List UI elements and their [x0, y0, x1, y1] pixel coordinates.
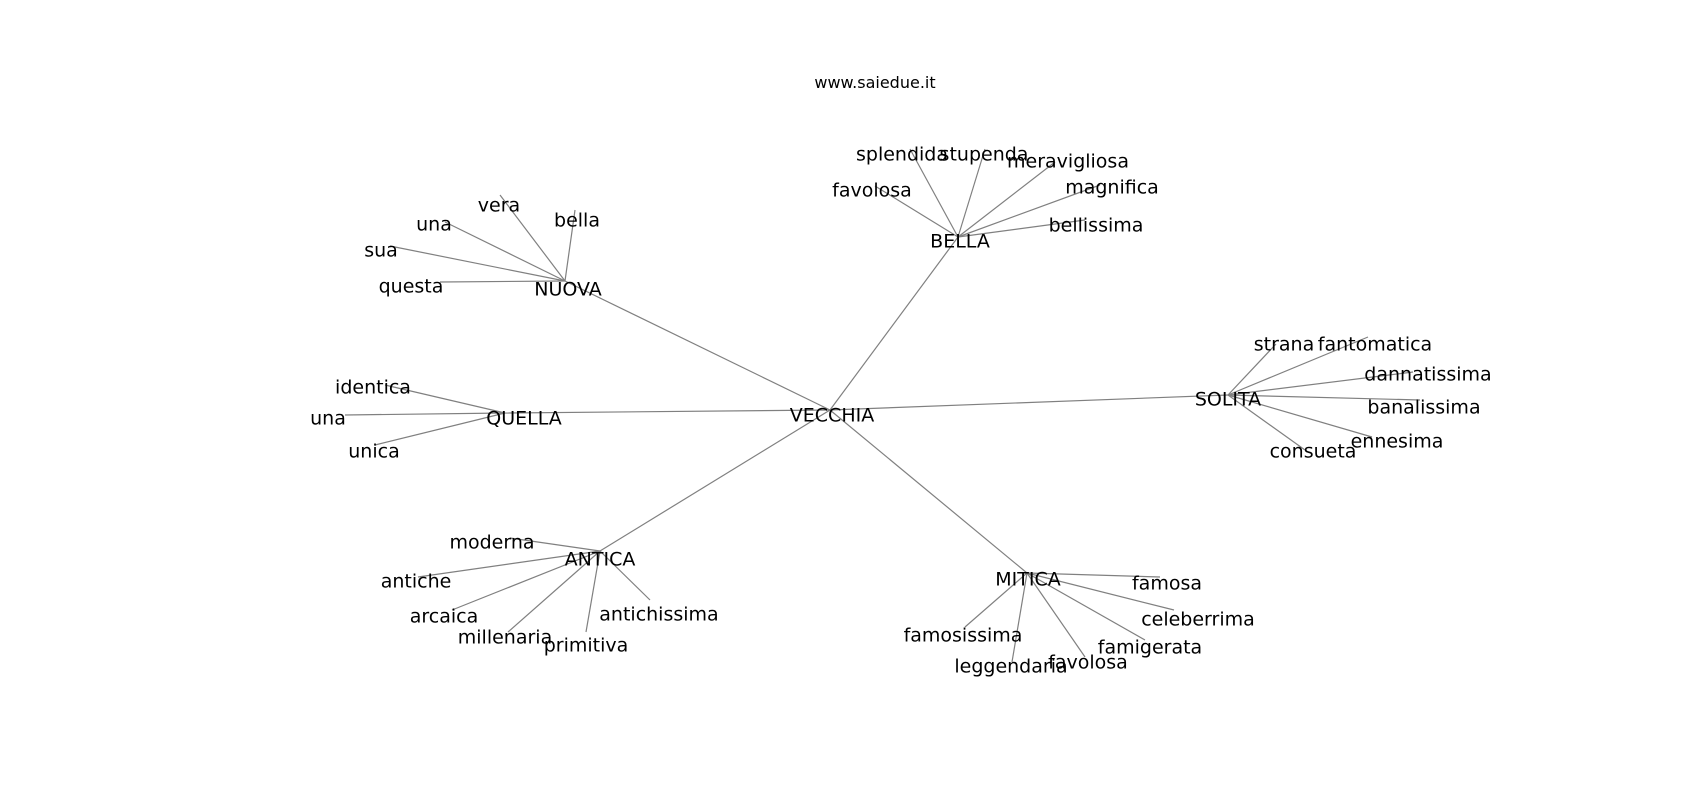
edge-center-mitica [829, 409, 1028, 574]
edge-solita-banalissima [1227, 394, 1421, 401]
leaf-label-bella-meravigliosa: meravigliosa [1007, 151, 1129, 173]
leaf-label-antica-arcaica: arcaica [410, 606, 479, 628]
edges-layer [344, 148, 1421, 663]
hub-label-mitica: MITICA [995, 569, 1060, 591]
center-node-label: VECCHIA [790, 405, 874, 427]
edge-mitica-favolosa [1026, 572, 1086, 658]
leaf-label-quella-identica: identica [335, 377, 411, 399]
leaf-label-nuova-bella: bella [554, 210, 600, 232]
edge-bella-magnifica [957, 184, 1101, 238]
labels-layer: www.saiedue.it VECCHIA vera una bella sua que… [310, 73, 1492, 678]
edge-center-nuova [564, 280, 831, 411]
edge-mitica-famosa [1026, 572, 1161, 578]
leaf-label-bella-magnifica: magnifica [1065, 177, 1159, 199]
hub-label-quella: QUELLA [486, 408, 561, 430]
edge-antica-moderna [509, 537, 601, 552]
edge-center-quella [504, 409, 831, 414]
edge-solita-consueta [1227, 394, 1306, 451]
edge-nuova-sua [389, 245, 566, 282]
leaf-label-mitica-famosissima: famosissima [904, 625, 1023, 647]
edge-solita-dannatissima [1227, 371, 1414, 396]
edge-mitica-leggendaria [1011, 572, 1028, 663]
edge-quella-unica [374, 412, 506, 446]
site-url: www.saiedue.it [814, 73, 935, 92]
leaf-label-bella-splendida: splendida [856, 144, 948, 166]
edge-bella-stupenda [957, 148, 986, 238]
leaf-label-antica-antiche: antiche [381, 571, 452, 593]
edge-antica-antiche [417, 550, 601, 578]
leaf-label-mitica-famigerata: famigerata [1098, 637, 1202, 659]
edge-nuova-una [444, 221, 566, 282]
edge-mitica-famigerata [1026, 572, 1146, 641]
edge-mitica-celeberrima [1026, 572, 1175, 611]
edge-bella-bellissima [957, 219, 1086, 238]
leaf-label-nuova-questa: questa [379, 276, 444, 298]
leaf-label-solita-ennesima: ennesima [1351, 431, 1444, 453]
leaf-label-mitica-celeberrima: celeberrima [1141, 609, 1255, 631]
leaf-label-antica-antichissima: antichissima [599, 604, 718, 626]
edge-antica-arcaica [451, 550, 601, 611]
edge-quella-una [344, 412, 506, 416]
edge-solita-fantomatica [1227, 336, 1369, 396]
edge-center-bella [829, 236, 959, 411]
leaf-label-solita-fantomatica: fantomatica [1318, 334, 1432, 356]
leaf-label-antica-millenaria: millenaria [458, 627, 552, 649]
leaf-label-antica-moderna: moderna [449, 532, 534, 554]
leaf-label-mitica-favolosa: favolosa [1048, 652, 1128, 674]
leaf-label-antica-primitiva: primitiva [544, 635, 629, 657]
edge-nuova-vera [499, 194, 566, 282]
leaf-label-solita-consueta: consueta [1270, 441, 1357, 463]
hub-label-bella: BELLA [930, 231, 990, 253]
hub-label-antica: ANTICA [565, 549, 636, 571]
leaf-label-mitica-famosa: famosa [1132, 573, 1202, 595]
edge-nuova-questa [439, 280, 566, 283]
edge-antica-millenaria [507, 550, 601, 633]
leaf-label-bella-stupenda: stupenda [940, 144, 1029, 166]
edge-mitica-famosissima [964, 572, 1028, 628]
edge-bella-splendida [909, 148, 959, 238]
leaf-label-nuova-vera: vera [478, 195, 520, 217]
leaf-label-bella-bellissima: bellissima [1049, 215, 1144, 237]
edge-quella-identica [384, 384, 506, 414]
edge-solita-strana [1227, 343, 1277, 396]
leaf-label-bella-favolosa: favolosa [832, 180, 912, 202]
edge-nuova-bella [564, 209, 576, 282]
edge-center-antica [599, 409, 831, 552]
leaf-label-solita-banalissima: banalissima [1367, 397, 1480, 419]
hub-label-nuova: NUOVA [534, 279, 602, 301]
leaf-label-mitica-leggendaria: leggendaria [954, 656, 1067, 678]
edge-antica-primitiva [585, 550, 601, 633]
edge-antica-antichissima [599, 550, 651, 601]
edge-center-solita [829, 394, 1229, 411]
leaf-label-nuova-sua: sua [364, 240, 398, 262]
leaf-label-quella-una: una [310, 408, 346, 430]
leaf-label-nuova-una: una [416, 214, 452, 236]
edge-solita-ennesima [1227, 394, 1373, 438]
leaf-label-solita-dannatissima: dannatissima [1364, 364, 1491, 386]
hub-label-solita: SOLITA [1195, 389, 1261, 411]
leaf-label-solita-strana: strana [1254, 334, 1315, 356]
leaf-label-quella-unica: unica [348, 441, 399, 463]
edge-bella-favolosa [874, 185, 959, 238]
edge-bella-meravigliosa [957, 161, 1056, 238]
